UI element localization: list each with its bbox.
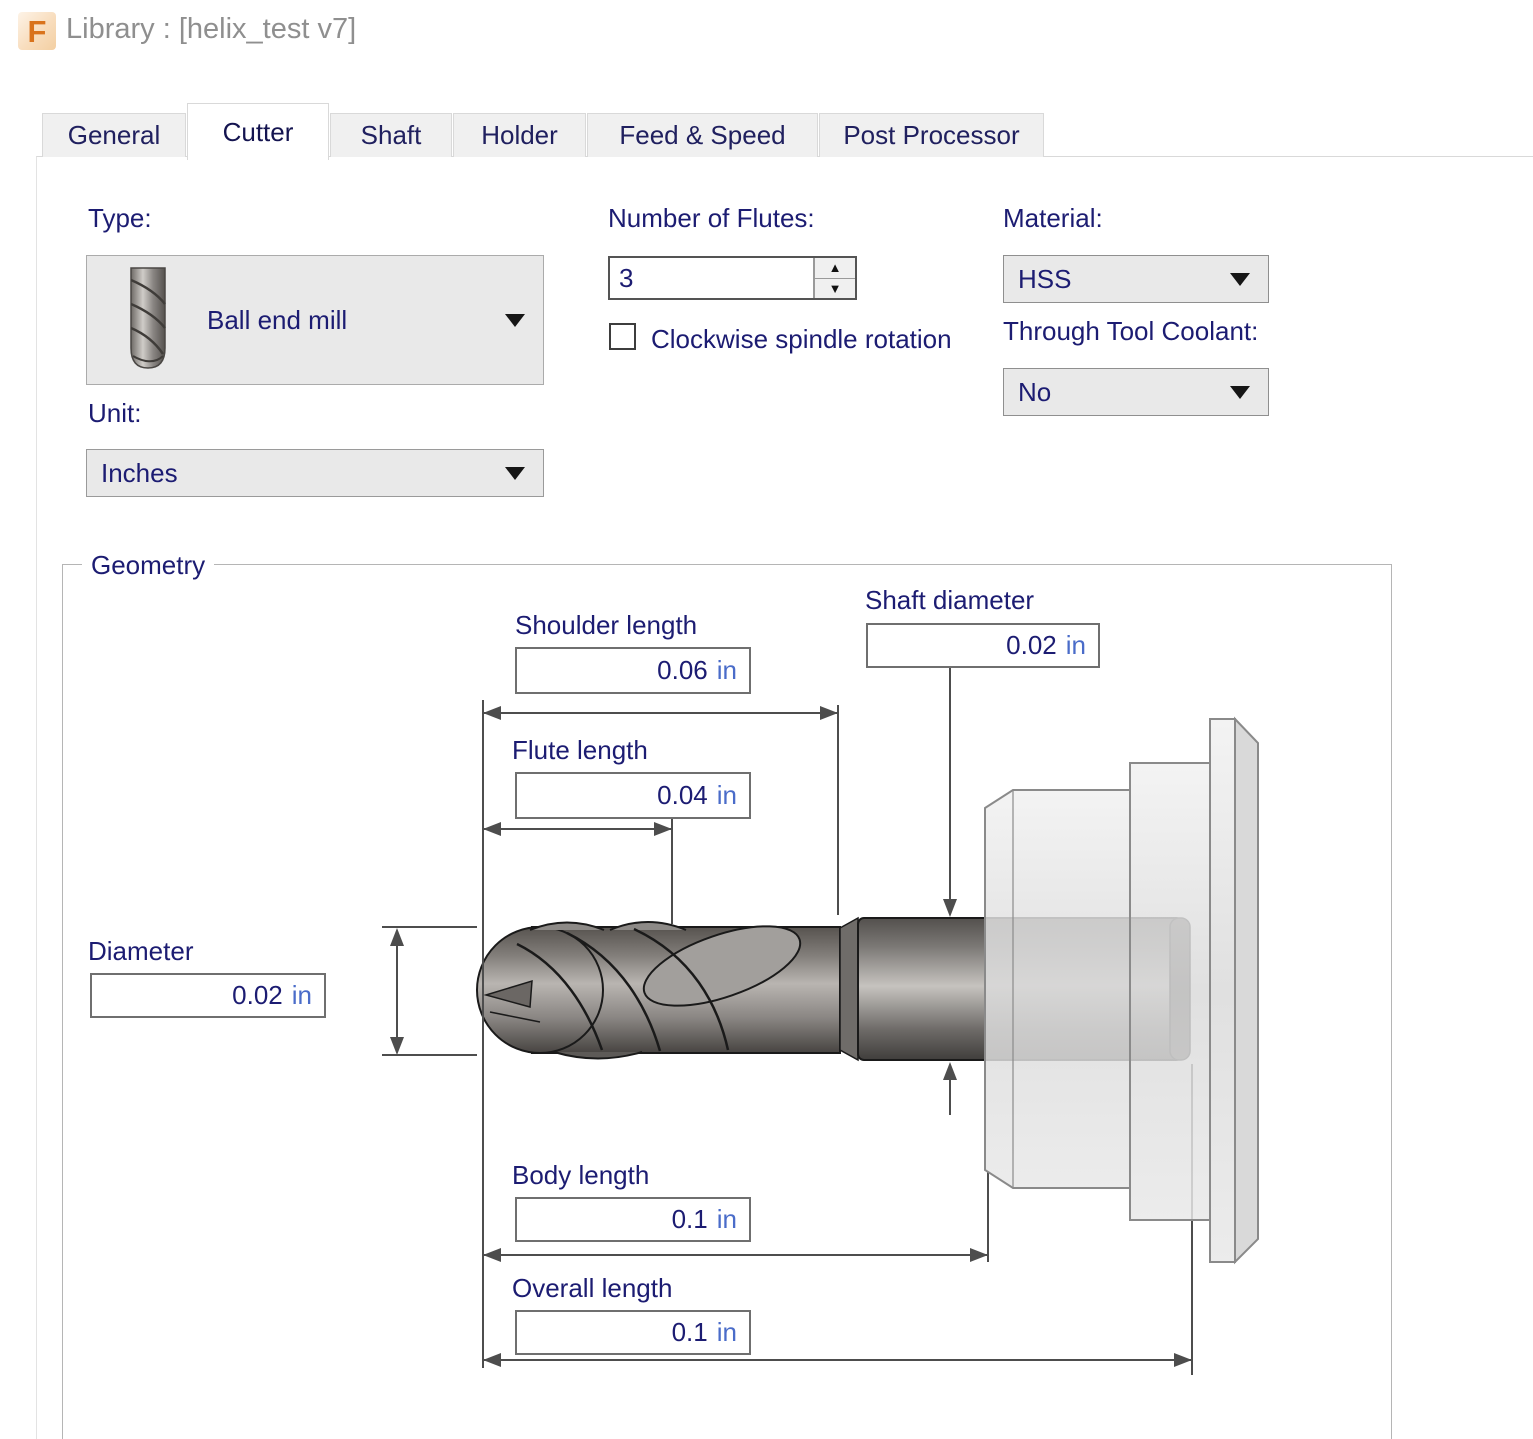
tab-cutter[interactable]: Cutter (187, 103, 329, 160)
diameter-value: 0.02 (232, 980, 283, 1010)
overall-length-label: Overall length (512, 1273, 673, 1303)
shaft-diameter-input[interactable]: 0.02 in (866, 623, 1100, 668)
tab-shaft[interactable]: Shaft (330, 113, 452, 157)
type-value: Ball end mill (207, 304, 348, 335)
type-dropdown[interactable]: Ball end mill (86, 255, 544, 385)
shaft-diameter-value: 0.02 (1006, 630, 1057, 660)
body-length-value: 0.1 (671, 1204, 708, 1234)
geometry-legend: Geometry (82, 550, 215, 581)
material-label: Material: (1003, 203, 1103, 233)
clockwise-spindle-label: Clockwise spindle rotation (651, 324, 952, 354)
shaft-diameter-label: Shaft diameter (865, 585, 1035, 615)
flutes-spinbox[interactable]: 3 ▲ ▼ (608, 256, 857, 300)
material-dropdown[interactable]: HSS (1003, 255, 1269, 303)
spinner-buttons: ▲ ▼ (813, 258, 855, 298)
diameter-unit: in (291, 980, 312, 1010)
tab-holder[interactable]: Holder (453, 113, 586, 157)
chevron-down-icon (505, 313, 525, 327)
fusion-logo-icon: F (18, 12, 56, 50)
spin-up-button[interactable]: ▲ (815, 258, 855, 279)
tab-feed-and-speed[interactable]: Feed & Speed (587, 113, 818, 157)
shaft-diameter-unit: in (1065, 630, 1086, 660)
body-length-label: Body length (512, 1160, 650, 1190)
shoulder-length-value: 0.06 (657, 655, 708, 685)
flutes-value: 3 (619, 262, 634, 293)
coolant-label: Through Tool Coolant: (1003, 316, 1259, 346)
coolant-value: No (1018, 376, 1052, 407)
ball-end-mill-icon (117, 264, 179, 383)
chevron-down-icon (1230, 272, 1250, 286)
tab-general[interactable]: General (42, 113, 186, 157)
flutes-label: Number of Flutes: (608, 203, 815, 233)
clockwise-spindle-checkbox[interactable] (609, 323, 636, 350)
window-title: Library : [helix_test v7] (66, 13, 357, 45)
tab-post-processor[interactable]: Post Processor (819, 113, 1044, 157)
unit-value: Inches (101, 457, 178, 488)
flute-length-value: 0.04 (657, 780, 708, 810)
overall-length-unit: in (716, 1317, 737, 1347)
shoulder-length-label: Shoulder length (515, 610, 698, 640)
shoulder-length-unit: in (716, 655, 737, 685)
unit-label: Unit: (88, 398, 142, 428)
geometry-group (62, 564, 1392, 1439)
flute-length-unit: in (716, 780, 737, 810)
overall-length-input[interactable]: 0.1 in (515, 1310, 751, 1355)
type-label: Type: (88, 203, 152, 233)
flute-length-label: Flute length (512, 735, 648, 765)
spin-down-button[interactable]: ▼ (815, 278, 855, 298)
body-length-unit: in (716, 1204, 737, 1234)
shoulder-length-input[interactable]: 0.06 in (515, 647, 751, 694)
overall-length-value: 0.1 (671, 1317, 708, 1347)
unit-dropdown[interactable]: Inches (86, 449, 544, 497)
body-length-input[interactable]: 0.1 in (515, 1197, 751, 1242)
flute-length-input[interactable]: 0.04 in (515, 772, 751, 819)
coolant-dropdown[interactable]: No (1003, 368, 1269, 416)
diameter-label: Diameter (88, 936, 194, 966)
material-value: HSS (1018, 263, 1072, 294)
chevron-down-icon (505, 466, 525, 480)
chevron-down-icon (1230, 385, 1250, 399)
diameter-input[interactable]: 0.02 in (90, 973, 326, 1018)
